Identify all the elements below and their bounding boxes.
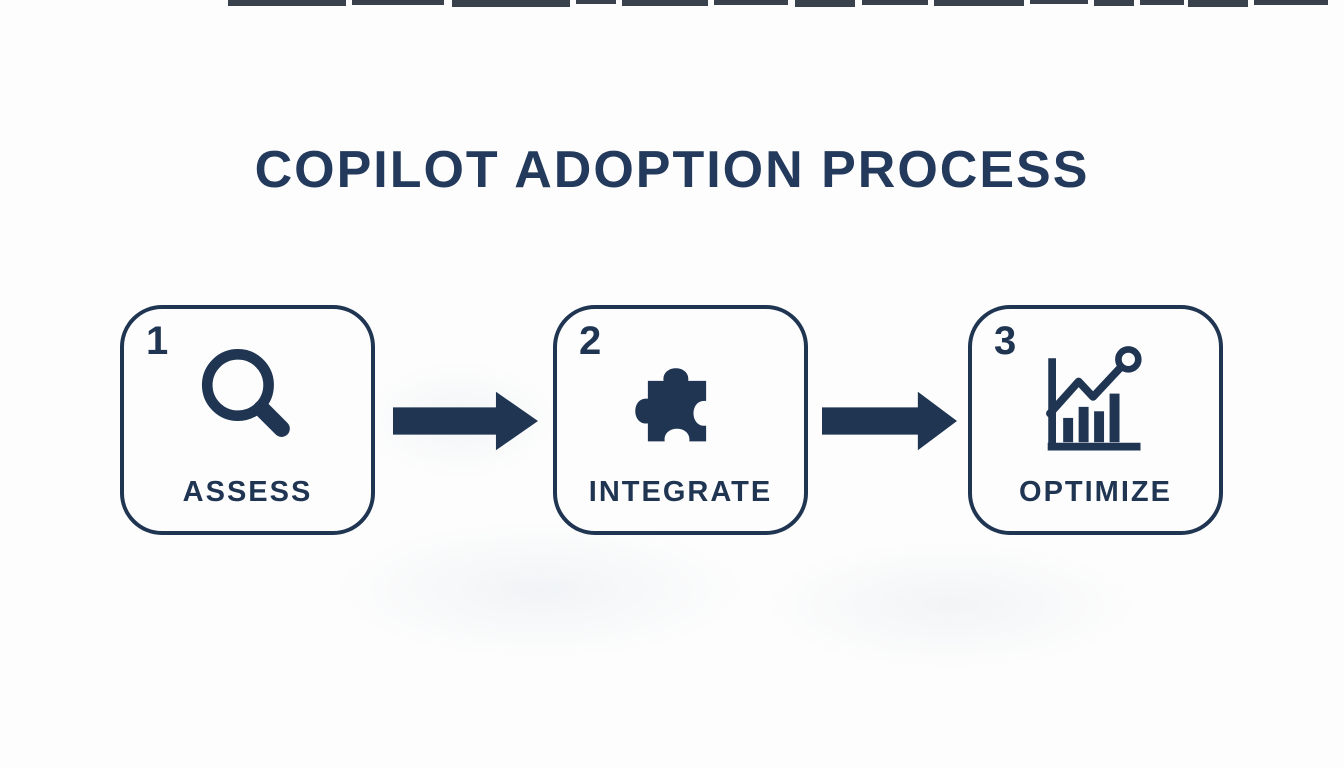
diagram-title: COPILOT ADOPTION PROCESS [254, 141, 1090, 199]
clipped-top-graphic [228, 0, 1332, 7]
step-number: 1 [146, 319, 169, 363]
background-blotch [330, 520, 750, 660]
step-label: OPTIMIZE [1019, 476, 1172, 508]
magnifier-icon [201, 349, 290, 437]
growth-chart-icon [1046, 346, 1142, 451]
step-number: 3 [994, 319, 1017, 363]
step-label: INTEGRATE [588, 476, 773, 508]
step-label: ASSESS [182, 476, 313, 508]
arrow-right-icon [822, 391, 957, 451]
background-blotch [760, 540, 1140, 670]
arrow-right-icon [393, 391, 538, 451]
step-box-integrate: 2 INTEGRATE [553, 305, 808, 535]
step-box-optimize: 3 OPTIMIZE [968, 305, 1223, 535]
step-number: 2 [579, 319, 602, 363]
puzzle-piece-icon [635, 368, 707, 442]
step-box-assess: 1 ASSESS [120, 305, 375, 535]
